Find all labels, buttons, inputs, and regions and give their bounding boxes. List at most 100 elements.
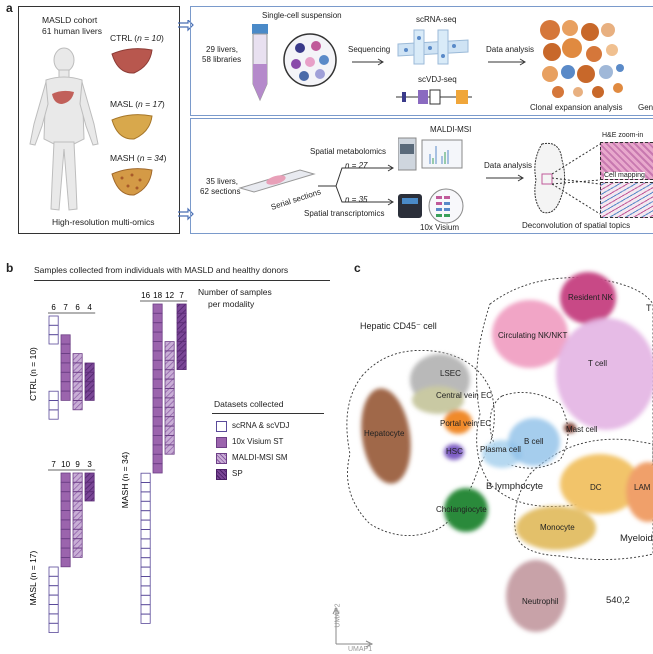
mash-visium-box (152, 360, 163, 371)
mash-group-label: MASH (n = 34) (120, 452, 130, 509)
mash-sp-box (176, 341, 187, 352)
masl-sp-box (84, 472, 95, 483)
cluster-resident-nk (560, 272, 616, 324)
masl-label: MASL (n = 17) (110, 99, 165, 109)
masl-maldi-box (72, 491, 83, 502)
ctrl-maldi-box (72, 400, 83, 411)
ctrl-count-maldi: 6 (75, 303, 80, 312)
cells-magnify-icon (283, 33, 337, 87)
ctrl-visium-box (60, 353, 71, 364)
cluster-pv-ec (444, 410, 472, 434)
masl-group-label: MASL (n = 17) (28, 550, 38, 605)
legend-dark-label: SP (232, 469, 243, 478)
label-circ-nk: Circulating NK/NKT (498, 331, 568, 340)
masl-maldi-box (72, 472, 83, 483)
nsamples-label-2: per modality (208, 299, 255, 309)
label-resident-nk: Resident NK (568, 293, 613, 302)
legend-dark-swatch (216, 469, 227, 480)
mash-visium-box (152, 453, 163, 464)
masl-visium-box (60, 510, 71, 521)
cluster-lam (626, 462, 653, 522)
cohort-title: MASLD cohort (42, 15, 98, 25)
mash-visium-box (152, 463, 163, 474)
masl-sc-box (48, 604, 59, 615)
maldi-label: MALDI-MSI (430, 125, 472, 134)
label-lsec: LSEC (440, 369, 461, 378)
ctrl-maldi-box (72, 372, 83, 383)
masl-sc-box (48, 575, 59, 586)
masl-visium-box (60, 481, 71, 492)
sequencing-label: Sequencing (348, 45, 391, 54)
vdj-gene-icon (396, 89, 472, 105)
mash-visium-box (152, 388, 163, 399)
panel-c-label: c (354, 261, 361, 275)
clonal-label: Clonal expansion analysis (530, 103, 623, 112)
mash-maldi-box (164, 378, 175, 389)
mash-count-visium: 18 (153, 291, 162, 300)
scvdj-label: scVDJ-seq (418, 75, 457, 84)
legend-hatched-swatch (216, 453, 227, 464)
masl-maldi-box (72, 481, 83, 492)
mash-visium-box (152, 407, 163, 418)
mash-maldi-box (164, 369, 175, 380)
mash-sp-box (176, 360, 187, 371)
panel-b-label: b (6, 261, 14, 275)
ctrl-sp-box (84, 390, 95, 401)
cluster-cholangiocyte (444, 488, 488, 532)
mash-visium-box (152, 444, 163, 455)
bottom-workflow-box (190, 118, 653, 234)
panel-b-title: Samples collected from individuals with … (34, 265, 289, 275)
ctrl-group-label: CTRL (n = 10) (28, 347, 38, 401)
visium-instrument-icon (398, 188, 464, 224)
cell-mapping-label: Cell mapping (604, 172, 645, 179)
masl-count-sc: 7 (51, 460, 56, 469)
ctrl-visium-box (60, 390, 71, 401)
mash-sc-box (140, 566, 151, 577)
umap-plot (332, 272, 653, 648)
nsamples-label-1: Number of samples (198, 287, 272, 297)
legend-filled-swatch (216, 437, 227, 448)
ctrl-count-sp: 4 (87, 303, 92, 312)
cluster-neutrophil (506, 560, 566, 632)
clonal-bubbles-icon (540, 20, 624, 98)
mash-visium-box (152, 331, 163, 342)
mash-visium-box (152, 303, 163, 314)
ctrl-maldi-box (72, 381, 83, 392)
masl-count-visium: 10 (61, 460, 70, 469)
legend-empty-swatch (216, 421, 227, 432)
label-b-lymphocyte: B lymphocyte (486, 481, 544, 492)
mash-sc-box (140, 613, 151, 624)
mash-label: MASH (n = 34) (110, 153, 167, 163)
visium-label: 10x Visium (420, 223, 459, 232)
ctrl-sp-box (84, 381, 95, 392)
n27-label: n = 27 (345, 161, 368, 170)
mash-visium-box (152, 350, 163, 361)
umap1-label: UMAP1 (348, 646, 373, 653)
label-count: 540,2 (606, 595, 630, 606)
panel-b-title-rule (34, 280, 330, 281)
split-arrows (318, 164, 394, 206)
data-arrow-bottom (486, 174, 524, 182)
spatial-met-label: Spatial metabolomics (310, 147, 387, 156)
mash-maldi-box (164, 407, 175, 418)
masl-visium-box (60, 557, 71, 568)
masl-liver-icon (111, 114, 153, 140)
mash-visium-box (152, 435, 163, 446)
zoom-lines (552, 143, 601, 215)
label-neutrophil: Neutrophil (522, 597, 559, 606)
label-tcell: T cell (588, 359, 607, 368)
ctrl-sp-box (84, 372, 95, 383)
bottom-data-analysis-label: Data analysis (484, 161, 533, 170)
mash-sc-box (140, 557, 151, 568)
ctrl-maldi-box (72, 362, 83, 373)
ctrl-visium-box (60, 343, 71, 354)
ctrl-sc-box (48, 334, 59, 345)
mash-sc-box (140, 472, 151, 483)
legend-filled-label: 10x Visium ST (232, 437, 284, 446)
umap2-label: UMAP2 (334, 603, 342, 628)
mash-sc-box (140, 491, 151, 502)
mash-sc-box (140, 604, 151, 615)
masl-sc-box (48, 566, 59, 577)
mash-maldi-box (164, 397, 175, 408)
